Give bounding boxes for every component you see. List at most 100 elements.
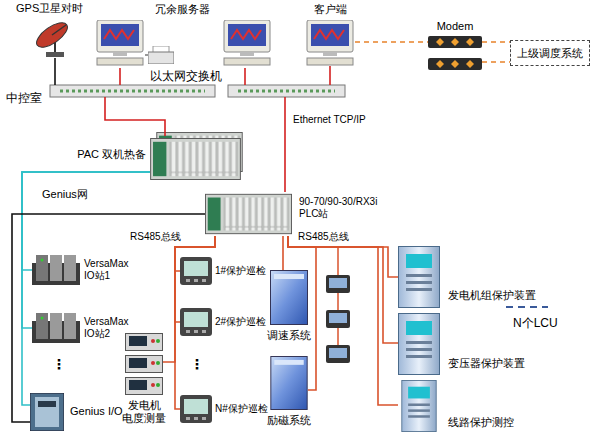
device-label: 发电机组保护装置	[448, 289, 558, 302]
legend-dash	[506, 306, 548, 308]
connector	[22, 172, 150, 405]
protection-cabinet	[399, 314, 440, 375]
modem-device	[428, 36, 482, 48]
annotation: ⋮	[52, 356, 66, 373]
device-label: 以太网交换机	[150, 69, 240, 83]
device-label: VersaMax IO站1	[84, 258, 146, 282]
modem-device	[428, 58, 482, 70]
annotation: 中控室	[6, 91, 42, 105]
switch-ports	[60, 90, 205, 93]
versamax-io: VersaMax IO站1	[32, 255, 80, 285]
pac-rack-front	[151, 138, 241, 179]
server-computer	[224, 20, 270, 65]
device-label: 调速系统	[263, 329, 315, 342]
connector	[54, 58, 56, 85]
energy-meter	[126, 356, 163, 373]
legend-item: N个LCU	[505, 302, 558, 330]
device-label: 90-70/90-30/RX3i PLC站	[299, 196, 399, 220]
energy-meter	[126, 378, 163, 395]
switch-ports	[238, 90, 335, 93]
energy-meter	[126, 334, 163, 351]
pac-rack: PAC 双机热备	[150, 136, 245, 180]
connector	[175, 236, 215, 409]
plc-rack	[205, 194, 291, 233]
legend-sample	[505, 302, 549, 312]
label-holder: 中控室	[6, 91, 42, 105]
connector	[22, 172, 150, 270]
gps-clock: GPS卫星对时	[30, 20, 80, 58]
excitation-cabinet	[271, 356, 307, 409]
label-holder: ⋮	[190, 356, 204, 373]
governor-cabinet	[271, 271, 308, 325]
connector	[163, 236, 215, 362]
server-computer	[97, 20, 143, 65]
redundant-server: 冗余服务器	[92, 20, 272, 68]
device-label: VersaMax IO站2	[84, 316, 146, 340]
protection-cabinet: 发电机组保护装置	[398, 245, 440, 309]
device-label: Modem	[422, 20, 488, 33]
ethernet-switch: 以太网交换机	[50, 85, 345, 97]
modem: Modem	[428, 36, 482, 70]
label-holder: RS485总线	[298, 231, 349, 243]
annotation: ⋮	[190, 356, 204, 373]
client-pc: 客户端	[305, 20, 355, 66]
connector	[282, 236, 284, 270]
device-label: 线路保护测控	[448, 416, 558, 429]
inspection-screen	[180, 395, 212, 423]
connector	[175, 236, 215, 271]
device-label: N#保护巡检	[215, 403, 273, 415]
client-computer	[307, 20, 353, 65]
device-label: 客户端	[295, 3, 365, 16]
connector	[288, 236, 398, 343]
versamax-io: VersaMax IO站2	[32, 313, 80, 343]
inspection-screen	[180, 257, 212, 285]
printer	[148, 46, 174, 64]
switch-body	[50, 85, 215, 97]
small-meter	[326, 275, 350, 293]
device-label: GPS卫星对时	[16, 2, 106, 15]
connector	[288, 236, 316, 390]
protection-cabinet	[399, 247, 440, 308]
connector	[22, 172, 150, 328]
genius-io-block	[30, 393, 64, 431]
device-label: 1#保护巡检	[215, 265, 273, 277]
connector	[288, 236, 398, 405]
annotation: RS485总线	[298, 231, 349, 243]
speed-governor: 调速系统	[270, 270, 308, 325]
label-holder: RS485总线	[130, 231, 181, 243]
device-label: PAC 双机热备	[66, 148, 146, 161]
inspection-screen: 2#保护巡检	[180, 308, 212, 336]
device-label: 变压器保护装置	[448, 357, 558, 370]
label-holder: Genius网	[42, 188, 88, 201]
device-label: 2#保护巡检	[215, 316, 273, 328]
connector	[12, 214, 205, 422]
connector	[482, 61, 510, 63]
inspection-screen: 1#保护巡检	[180, 257, 212, 285]
inspection-screen: N#保护巡检	[180, 395, 212, 423]
rs485-wire	[337, 247, 339, 345]
connector	[329, 66, 331, 85]
connector	[355, 41, 428, 43]
connector	[482, 41, 510, 43]
protection-cabinet	[402, 380, 436, 431]
protection-cabinet: 线路保护测控	[398, 380, 440, 432]
connector	[244, 68, 246, 85]
connector	[288, 236, 398, 277]
small-meter	[326, 345, 350, 363]
connector	[284, 97, 286, 192]
plc-rack: 90-70/90-30/RX3i PLC站	[205, 192, 292, 236]
annotation: RS485总线	[130, 231, 181, 243]
device-label: 冗余服务器	[92, 3, 272, 16]
device-label: 发电机 电度测量	[119, 399, 169, 425]
switch-body	[228, 85, 345, 97]
printer-cable	[145, 55, 148, 56]
io-module	[32, 255, 80, 285]
annotation: Genius网	[42, 188, 88, 201]
connector	[105, 97, 165, 136]
protection-cabinet: 变压器保护装置	[398, 313, 440, 375]
connection-label: Ethernet TCP/IP	[291, 114, 368, 126]
